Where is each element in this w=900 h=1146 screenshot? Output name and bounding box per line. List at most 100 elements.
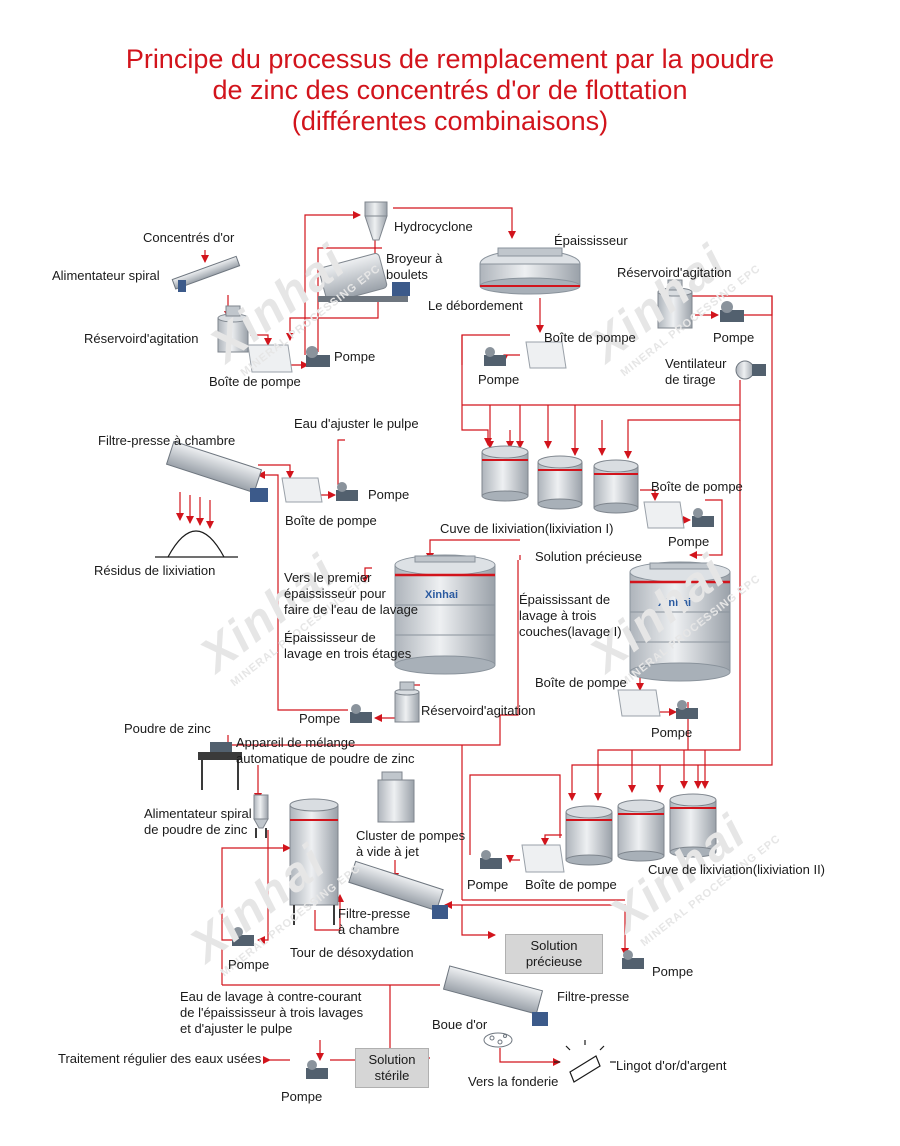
label-concentres: Concentrés d'or xyxy=(143,230,235,245)
label-traitement: Traitement régulier des eaux usées xyxy=(58,1051,262,1066)
pump-icon xyxy=(232,927,254,946)
pump-icon xyxy=(692,508,714,527)
pump-box-icon xyxy=(521,844,565,873)
agitation-tank-icon xyxy=(657,279,693,329)
hydrocyclone-icon xyxy=(364,201,388,241)
label-pompe-5: Pompe xyxy=(668,534,710,549)
vacuum-pump-cluster-icon xyxy=(377,771,415,823)
box-solution-sterile: Solution stérile xyxy=(355,1048,429,1088)
agitation-tank-icon xyxy=(394,681,420,723)
zinc-mixer-icon xyxy=(198,742,242,790)
pump-box-icon xyxy=(525,341,567,369)
pump-icon xyxy=(306,1060,328,1079)
ball-mill-icon xyxy=(318,252,410,304)
label-pompe-6: Pompe xyxy=(651,725,693,740)
label-filtre-presse-chambre-2: Filtre-presse à chambre xyxy=(338,906,411,937)
label-boue-or: Boue d'or xyxy=(432,1017,488,1032)
filter-press-icon xyxy=(442,965,548,1026)
label-boite-pompe-1: Boîte de pompe xyxy=(209,374,301,389)
label-ventilateur: Ventilateur de tirage xyxy=(665,356,727,387)
label-boite-pompe-6: Boîte de pompe xyxy=(525,877,617,892)
ingot-icon xyxy=(554,1040,616,1083)
tank-logo: Xinhai xyxy=(658,597,691,609)
label-pompe-3: Pompe xyxy=(713,330,755,345)
label-pompe-4: Pompe xyxy=(368,487,410,502)
tank-logo: Xinhai xyxy=(425,589,458,601)
agitation-tank-icon xyxy=(217,305,249,353)
label-epaississant-lavage: Épaississant de lavage à trois couches(l… xyxy=(519,592,622,639)
label-broyeur: Broyeur à boulets xyxy=(386,251,443,282)
gold-mud-icon xyxy=(483,1032,513,1048)
label-appareil-melange: Appareil de mélange automatique de poudr… xyxy=(236,735,415,766)
label-lingot: Lingot d'or/d'argent xyxy=(616,1058,727,1073)
label-pompe-8: Pompe xyxy=(228,957,270,972)
ventilator-icon xyxy=(735,360,766,380)
leach-tank-icon xyxy=(669,793,717,858)
pump-icon xyxy=(480,850,502,869)
label-cuve-lix-1: Cuve de lixiviation(lixiviation I) xyxy=(440,521,614,536)
label-vers-premier: Vers le premier épaississeur pour faire … xyxy=(284,570,419,617)
label-pompe-10: Pompe xyxy=(652,964,694,979)
pump-box-icon xyxy=(643,501,685,529)
leach-tank-icon xyxy=(593,459,639,514)
label-alimentateur-spiral: Alimentateur spiral xyxy=(52,268,160,283)
label-vers-fonderie: Vers la fonderie xyxy=(468,1074,559,1089)
label-residus: Résidus de lixiviation xyxy=(94,563,216,578)
deoxidation-tower-icon xyxy=(289,798,339,925)
label-epaississeur: Épaississeur xyxy=(554,233,628,248)
label-debordement: Le débordement xyxy=(428,298,523,313)
thickener-icon xyxy=(479,247,581,295)
residue-pile-icon xyxy=(155,530,238,558)
label-boite-pompe-5: Boîte de pompe xyxy=(535,675,627,690)
label-reservoir-agitation-1: Réservoird'agitation xyxy=(84,331,199,346)
pump-box-icon xyxy=(247,344,293,373)
label-pompe-11: Pompe xyxy=(281,1089,323,1104)
label-boite-pompe-3: Boîte de pompe xyxy=(285,513,377,528)
label-pompe-2: Pompe xyxy=(478,372,520,387)
leach-tank-icon xyxy=(617,799,665,862)
label-epaississeur-trois-etages: Épaississeur de lavage en trois étages xyxy=(284,630,412,661)
label-eau-ajuster: Eau d'ajuster le pulpe xyxy=(294,416,419,431)
pump-icon xyxy=(350,704,372,723)
label-pompe-7: Pompe xyxy=(299,711,341,726)
label-pompe-1: Pompe xyxy=(334,349,376,364)
label-eau-lavage: Eau de lavage à contre-courant de l'épai… xyxy=(180,989,364,1036)
label-reservoir-agitation-2: Réservoird'agitation xyxy=(617,265,732,280)
label-poudre-zinc: Poudre de zinc xyxy=(124,721,211,736)
washing-thickener-icon: Xinhai xyxy=(394,554,496,675)
label-tour-desoxydation: Tour de désoxydation xyxy=(290,945,414,960)
leach-tank-icon xyxy=(565,805,613,866)
diagram-title: Principe du processus de remplacement pa… xyxy=(0,44,900,137)
equipment: Xinhai Xinhai xyxy=(155,201,766,1083)
filter-press-icon xyxy=(348,860,448,919)
flow-lines xyxy=(176,207,773,1066)
leach-tank-icon xyxy=(481,445,529,502)
label-alimentateur-zinc: Alimentateur spiral de poudre de zinc xyxy=(144,806,252,837)
pump-icon xyxy=(306,346,330,367)
label-boite-pompe-2: Boîte de pompe xyxy=(544,330,636,345)
label-cuve-lix-2: Cuve de lixiviation(lixiviation II) xyxy=(648,862,826,877)
pump-icon xyxy=(484,347,506,366)
pump-icon xyxy=(336,482,358,501)
spiral-feeder-icon xyxy=(171,255,241,292)
zinc-spiral-feeder-icon xyxy=(253,794,269,838)
label-solution-precieuse-1: Solution précieuse xyxy=(535,549,642,564)
box-solution-precieuse: Solution précieuse xyxy=(505,934,603,974)
title-line-3: (différentes combinaisons) xyxy=(291,106,609,136)
washing-thickener-icon: Xinhai xyxy=(629,561,731,682)
label-filtre-presse: Filtre-presse xyxy=(557,989,630,1004)
filter-press-icon xyxy=(165,440,268,502)
pump-icon xyxy=(622,950,644,969)
label-boite-pompe-4: Boîte de pompe xyxy=(651,479,743,494)
label-pompe-9: Pompe xyxy=(467,877,509,892)
label-reservoir-agitation-3: Réservoird'agitation xyxy=(421,703,536,718)
label-hydrocyclone: Hydrocyclone xyxy=(394,219,473,234)
pump-box-icon xyxy=(617,689,661,717)
pump-icon xyxy=(676,700,698,719)
title-line-2: de zinc des concentrés d'or de flottatio… xyxy=(212,75,688,105)
leach-tank-icon xyxy=(537,455,583,510)
pump-icon xyxy=(720,301,744,322)
title-line-1: Principe du processus de remplacement pa… xyxy=(125,44,775,74)
pump-box-icon xyxy=(281,477,323,503)
